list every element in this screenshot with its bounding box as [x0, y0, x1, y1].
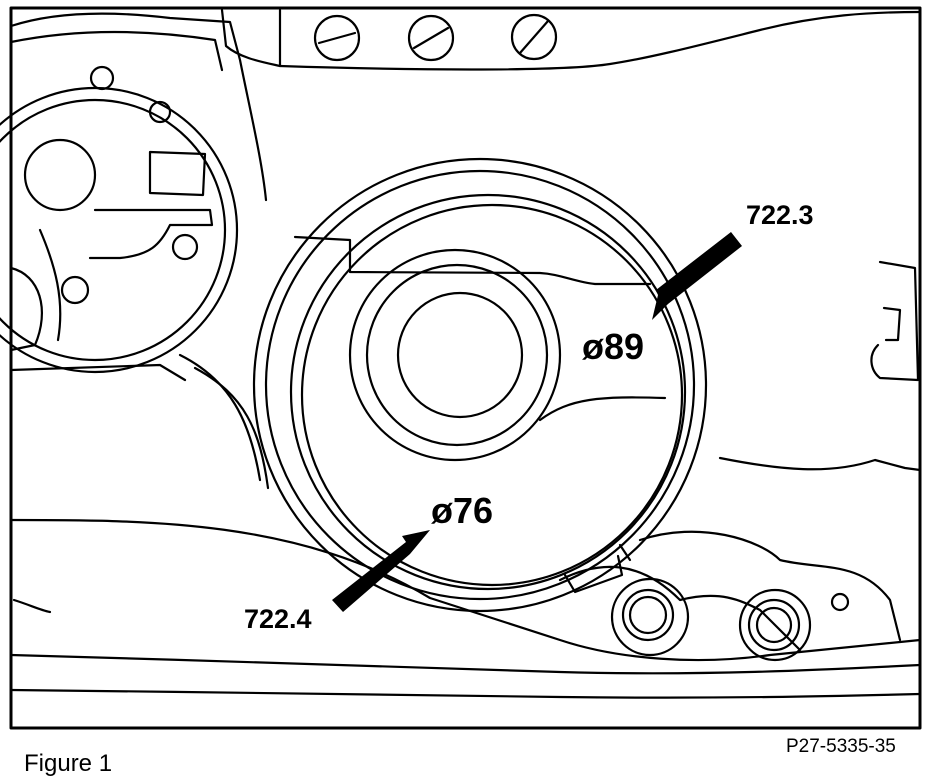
- hub-bore: [396, 291, 524, 419]
- left-pump-hole-4: [60, 275, 90, 305]
- bottom-right-boss: [738, 588, 812, 662]
- lower-left-slope-2: [193, 366, 270, 490]
- inner-housing-edge: [293, 235, 652, 286]
- left-pump-lobe: [9, 266, 43, 352]
- main-bore-ring-4: [300, 203, 684, 587]
- seal-tab-notch: [618, 543, 632, 562]
- arrow-722-3: [652, 232, 742, 320]
- hub-web: [538, 396, 667, 422]
- left-pump-slot: [148, 150, 207, 197]
- left-pump-hole-3: [171, 233, 199, 261]
- left-pump-bore: [23, 138, 97, 212]
- left-pump-channel: [88, 208, 214, 260]
- left-pump-hole-1: [89, 65, 115, 91]
- bottom-left-notch: [12, 598, 52, 614]
- bottom-channel: [9, 518, 922, 662]
- arrow-722-4: [332, 530, 430, 612]
- left-pump-flange: [9, 363, 187, 382]
- screw-2: [407, 14, 455, 62]
- left-pump-hole-2: [148, 100, 172, 124]
- diameter-76-label: ø76: [431, 490, 494, 531]
- left-pump-inner: [0, 98, 227, 362]
- main-bore-ring-outer: [252, 157, 708, 613]
- right-casting-flange: [638, 530, 902, 642]
- diameter-89-label: ø89: [582, 326, 645, 367]
- figure-caption: Figure 1: [24, 750, 113, 777]
- bottom-boss-web: [558, 565, 802, 652]
- right-casting: [870, 260, 920, 382]
- left-casting-inner: [9, 30, 224, 72]
- top-recess: [220, 8, 282, 68]
- right-casting-clip: [882, 306, 902, 342]
- bottom-channel-3: [9, 688, 922, 699]
- bottom-channel-2: [9, 653, 922, 675]
- figure-reference: P27-5335-35: [786, 736, 896, 757]
- lower-left-slope: [178, 353, 262, 482]
- left-casting-outline: [9, 12, 268, 202]
- top-right-casting: [278, 10, 922, 71]
- hub-outer: [348, 248, 562, 462]
- main-bore-ring-2: [264, 169, 696, 601]
- seal-tab: [563, 554, 624, 594]
- callout-722-4: 722.4: [244, 604, 312, 634]
- main-bore-ring-3: [289, 193, 687, 591]
- screw-3: [510, 13, 558, 61]
- left-pump-outer: [0, 86, 239, 374]
- callout-722-3: 722.3: [746, 200, 814, 230]
- figure-frame: [9, 6, 922, 730]
- small-hole: [830, 592, 850, 612]
- screw-1: [313, 14, 361, 62]
- hub-middle: [365, 263, 549, 447]
- left-pump-groove: [38, 228, 62, 342]
- right-casting-lower: [718, 456, 922, 472]
- bottom-left-boss: [610, 577, 690, 657]
